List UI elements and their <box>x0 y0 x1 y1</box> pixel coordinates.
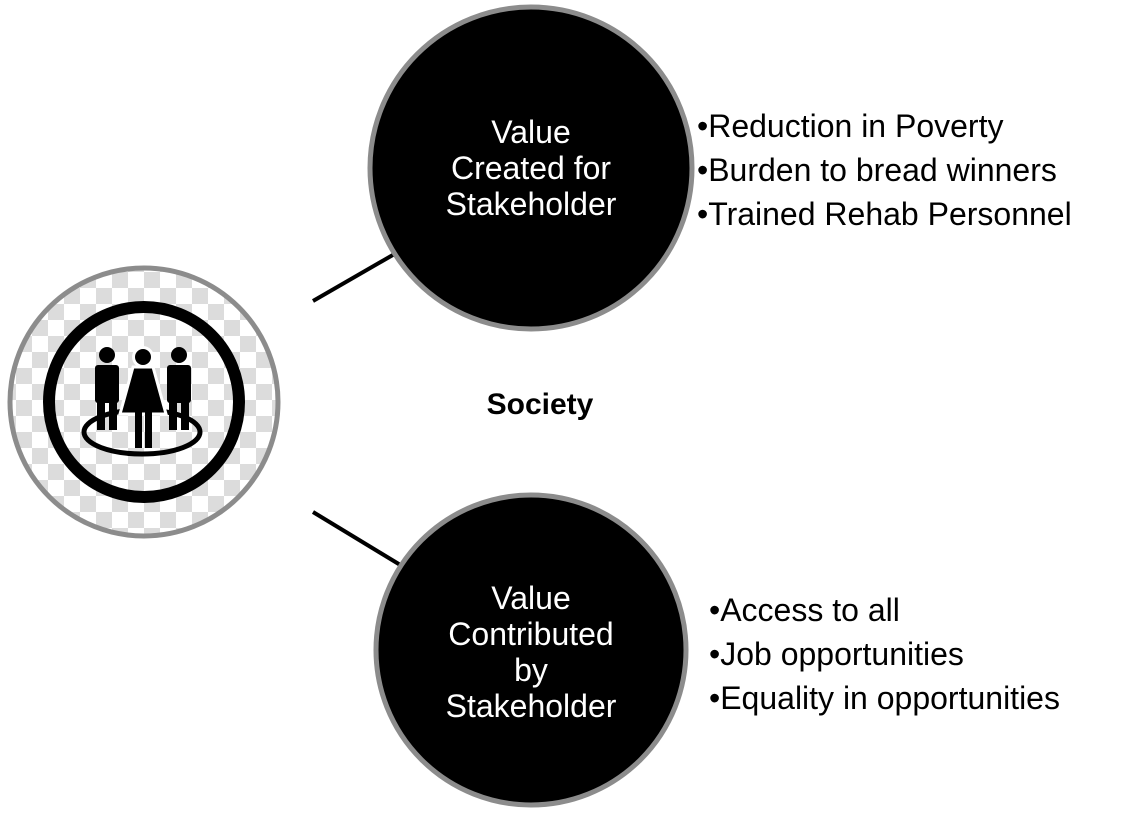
people-group-icon <box>81 346 203 457</box>
bullet-item: Trained Rehab Personnel <box>697 192 1071 236</box>
society-label: Society <box>486 388 594 421</box>
connector-top <box>312 250 399 303</box>
value-created-line: Created for <box>450 150 612 186</box>
value-created-line: Stakeholder <box>445 186 617 222</box>
bullet-item: Equality in opportunities <box>709 676 1060 720</box>
value-contributed-bullets: Access to all Job opportunities Equality… <box>709 588 1060 720</box>
value-created-line: Value <box>491 114 571 150</box>
connector-bottom <box>311 510 404 568</box>
value-contributed-line: Stakeholder <box>445 688 617 724</box>
bullet-item: Reduction in Poverty <box>697 104 1072 148</box>
value-contributed-label: Value Contributed by Stakeholder <box>411 580 651 724</box>
bullet-item: Job opportunities <box>709 632 1060 676</box>
value-contributed-line: Value <box>491 580 571 616</box>
value-created-label: Value Created for Stakeholder <box>411 114 651 222</box>
value-contributed-line: by <box>514 652 548 688</box>
value-contributed-line: Contributed <box>448 616 614 652</box>
bullet-item: Access to all <box>709 588 1060 632</box>
bullet-item: Burden to bread winners <box>697 148 1072 192</box>
value-created-node <box>367 4 695 332</box>
value-contributed-node <box>373 492 689 808</box>
value-created-bullets: Reduction in Poverty Burden to bread win… <box>697 104 1072 236</box>
